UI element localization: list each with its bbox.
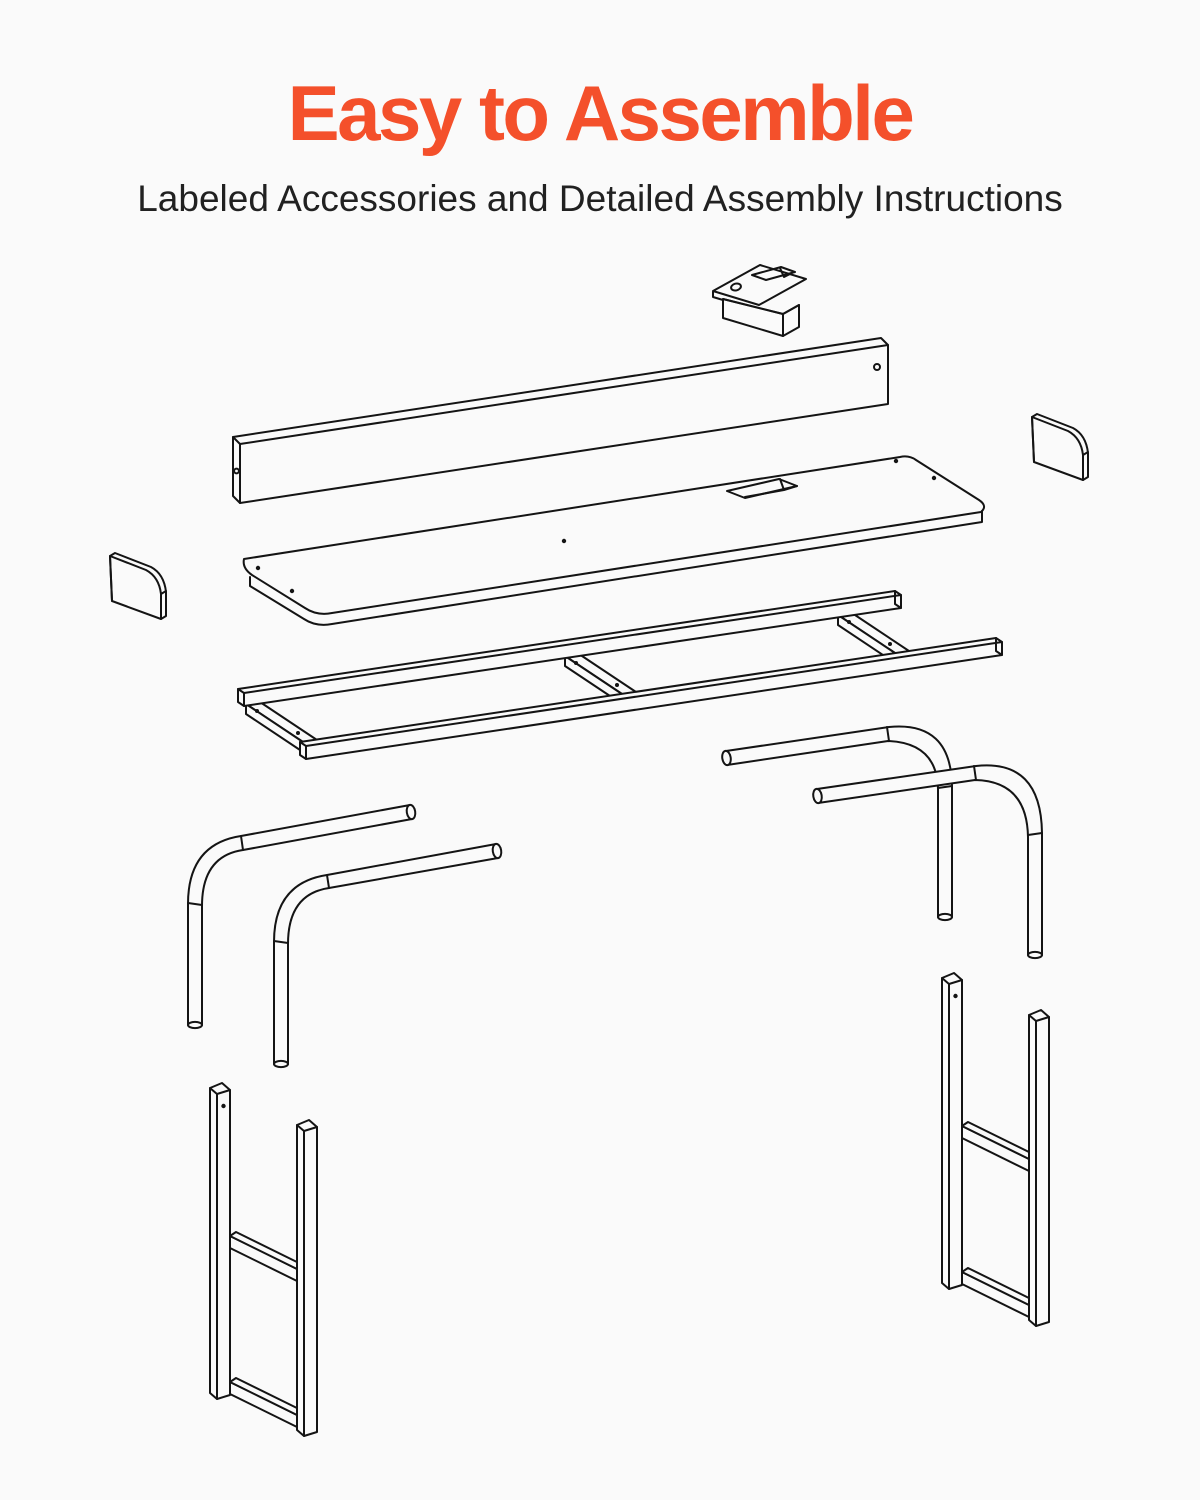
cable-management-box-part [712,264,807,337]
curved-leg-tube-rear-left-part [187,803,417,1030]
curved-leg-tube-front-left-part [273,842,503,1069]
side-bracket-left-part [109,552,167,620]
back-panel-part [232,337,889,504]
curved-leg-tube-rear-right-part [721,725,953,922]
header: Easy to Assemble Labeled Accessories and… [0,0,1200,217]
curved-leg-tube-front-right-part [812,764,1043,960]
side-bracket-right-part [1031,413,1089,481]
leg-frame-left-part [209,1082,318,1437]
support-frame-part [237,590,1003,760]
page-title: Easy to Assemble [287,69,915,157]
tabletop-part [242,455,985,626]
leg-frame-right-part [941,972,1050,1327]
page-subtitle: Labeled Accessories and Detailed Assembl… [137,178,1063,219]
